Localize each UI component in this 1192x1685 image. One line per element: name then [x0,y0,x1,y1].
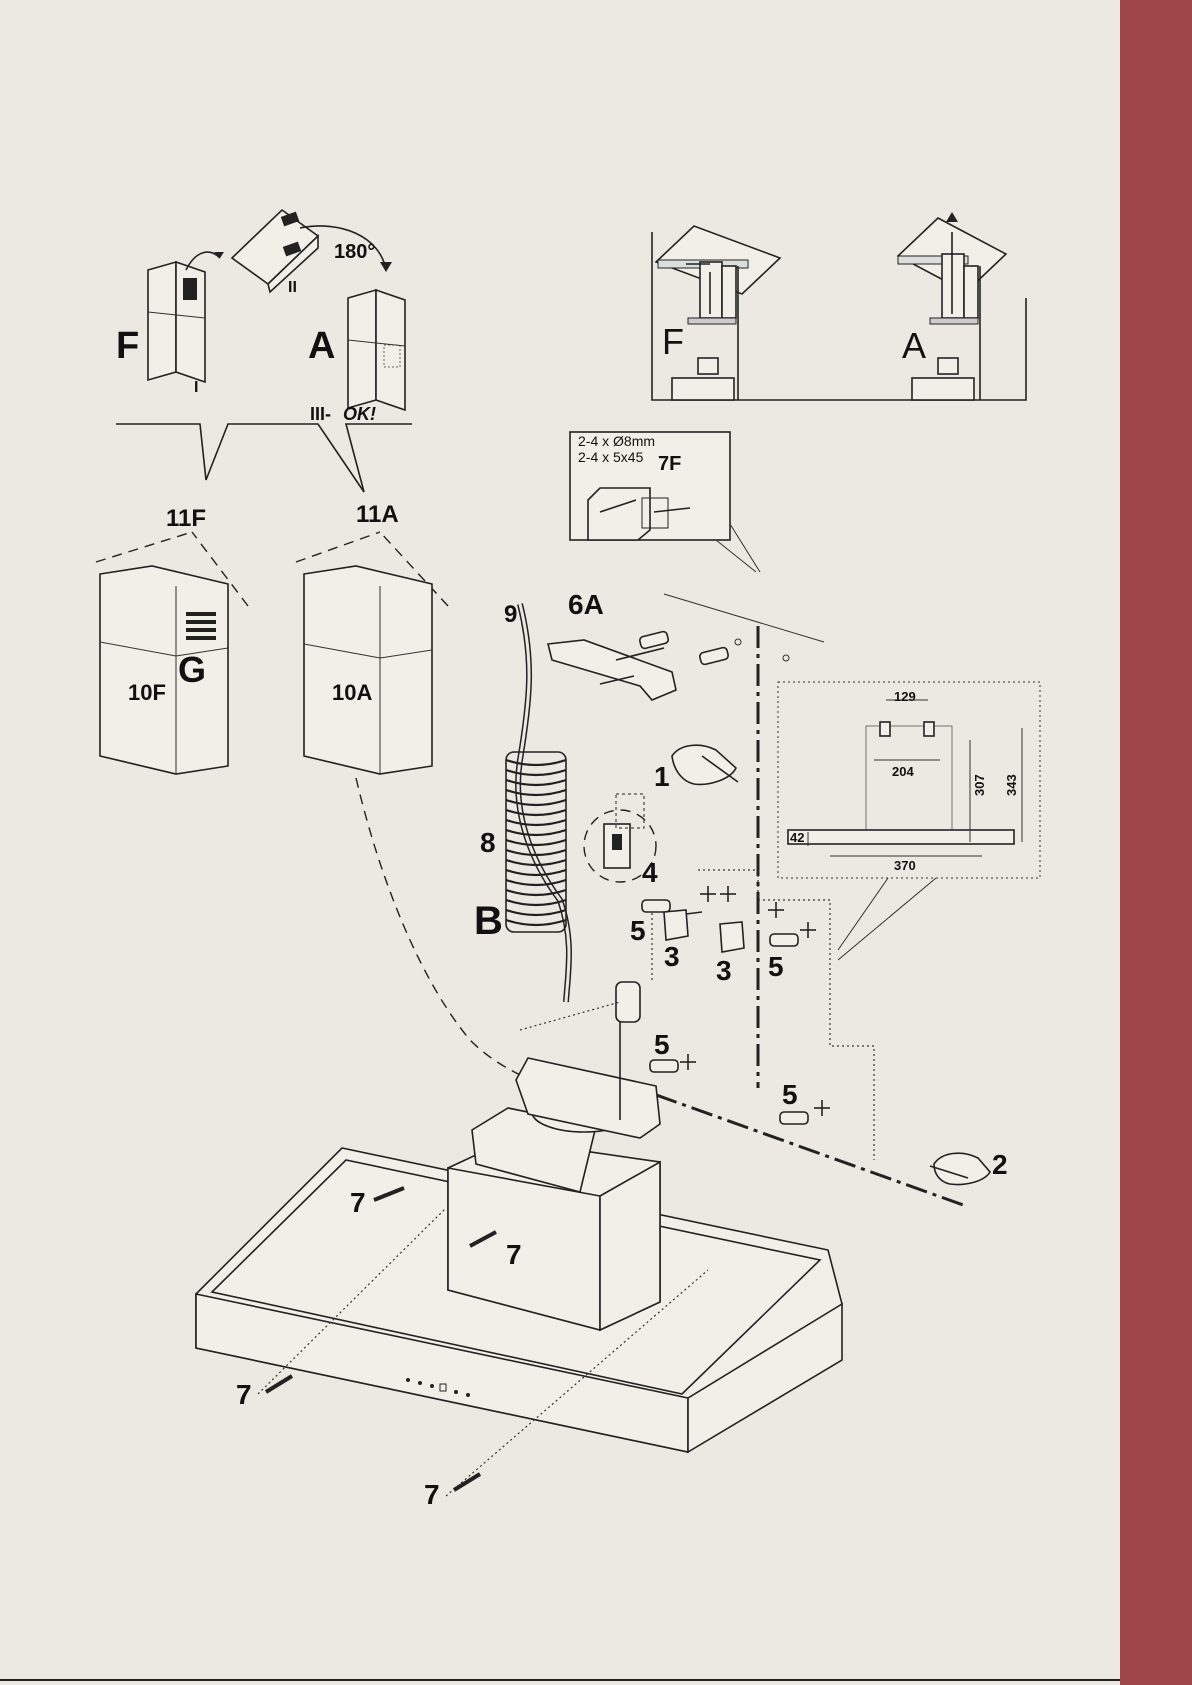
dim-42: 42 [790,830,804,845]
part-5-label-a: 5 [630,915,646,946]
dim-129: 129 [894,689,916,704]
part-11a-label: 11A [356,501,399,528]
part-7-label-b: 7 [506,1239,522,1270]
step-ii-label: II [288,279,297,296]
dim-204: 204 [892,764,914,779]
chimney-a-label: A [308,325,335,367]
fixings-line-2: 2-4 x 5x45 [578,449,644,465]
part-9-label: 9 [504,601,517,628]
fixings-line-1: 2-4 x Ø8mm [578,433,655,449]
part-6a-label: 6A [568,589,604,620]
chimney-10f-11f: 11F 10F G [96,505,248,774]
dim-343: 343 [1004,774,1019,796]
part-5-label-d: 5 [782,1079,798,1110]
valve-clip-4: 4 [584,794,658,888]
ok-label: OK! [343,404,376,424]
chimney-guide-line [356,778,530,1080]
part-7-label-c: 7 [236,1379,252,1410]
chimney-10a-11a: 11A 10A [296,501,448,774]
part-4-label: 4 [642,857,658,888]
step-iii-label: III- [310,404,331,424]
drilling-template: 129 204 307 343 42 370 [778,682,1040,960]
step-i-label: I [194,379,198,396]
part-10f-label: 10F [128,680,166,705]
mode-f-label: F [662,321,684,362]
chimney-f-illustration [148,252,224,382]
clips-and-plugs: 5 3 3 5 5 5 [630,886,830,1124]
fixings-label-7f: 7F [658,453,681,475]
part-g-label: G [178,649,206,690]
rotation-label: 180° [334,241,375,263]
part-8-label: 8 [480,827,496,858]
part-5-label-b: 5 [768,951,784,982]
chimney-conversion-panel: F A I II III- OK! 180° [116,210,412,492]
marking-hand-1: 1 [654,745,738,792]
part-3-label-b: 3 [716,955,732,986]
cooker-hood [196,982,842,1452]
part-11f-label: 11F [166,505,206,532]
marking-hand-2: 2 [930,1149,1008,1185]
part-7-label-d: 7 [424,1479,440,1510]
part-2-label: 2 [992,1149,1008,1180]
fixings-callout: 2-4 x Ø8mm 2-4 x 5x45 7F [570,432,760,572]
part-1-label: 1 [654,761,670,792]
venting-modes-panel: F A [652,212,1026,400]
part-7-label-a: 7 [350,1187,366,1218]
mode-a-label: A [902,325,926,366]
dim-370: 370 [894,858,916,873]
chimney-f-label: F [116,325,139,367]
chimney-a-illustration [348,290,405,410]
part-10a-label: 10A [332,680,372,705]
power-cable [518,604,569,1002]
part-5-label-c: 5 [654,1029,670,1060]
dim-307: 307 [972,774,987,796]
part-3-label-a: 3 [664,941,680,972]
part-b-label: B [474,899,503,943]
